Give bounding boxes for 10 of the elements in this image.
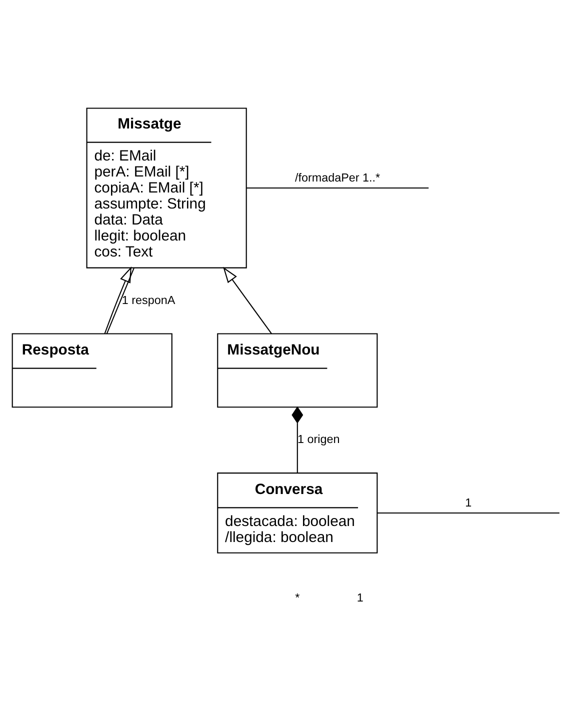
edge-label: /formadaPer 1..* [295,171,380,184]
label: 1 [356,592,364,605]
edge-label: 1 [465,496,472,510]
connector [377,512,560,514]
label: * [295,592,300,605]
edge-label: 1 origen [298,433,340,446]
edge-label: 1 responA [122,294,176,307]
connector [246,188,429,189]
connector [292,406,304,473]
arrow [223,266,272,334]
